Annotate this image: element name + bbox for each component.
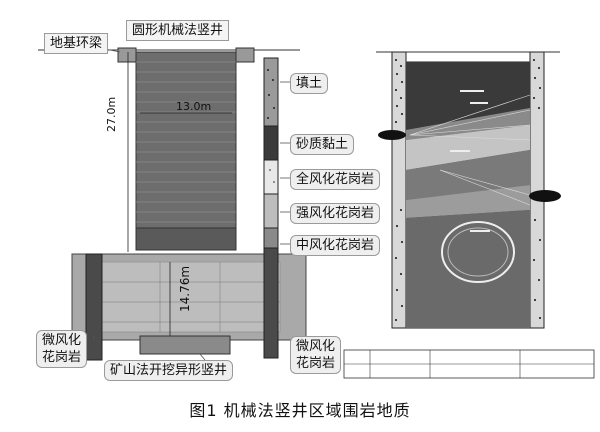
label-moderately-weathered: 中风化花岗岩 — [290, 235, 381, 256]
tunnel-ring — [441, 221, 515, 283]
ground-beam-left — [117, 47, 137, 63]
ground-beam-right — [235, 47, 255, 63]
dimension-lower-depth: 14.76m — [178, 265, 192, 312]
label-mine-shaft: 矿山法开挖异形竖井 — [104, 360, 234, 381]
right-section-figure — [343, 51, 595, 379]
dimension-depth: 27.0m — [105, 96, 118, 132]
figure-caption: 图1 机械法竖井区域围岩地质 — [189, 401, 411, 420]
right-strata-column — [263, 57, 279, 359]
label-ground-beam: 地基环梁 — [44, 33, 109, 54]
label-strongly-weathered: 强风化花岗岩 — [290, 203, 381, 224]
label-shaft-name: 圆形机械法竖井 — [126, 20, 230, 41]
label-slightly-weathered-left: 微风化 花岗岩 — [36, 330, 88, 368]
left-pile-column — [85, 253, 103, 361]
left-section-figure — [38, 39, 307, 361]
label-sandy-clay: 砂质黏土 — [290, 134, 355, 155]
mining-shaft-bottom — [139, 335, 231, 355]
label-fully-weathered: 全风化花岗岩 — [290, 169, 381, 190]
label-slightly-weathered-right: 微风化 花岗岩 — [290, 336, 342, 374]
dimension-width: 13.0m — [176, 100, 212, 113]
label-fill: 填土 — [290, 73, 329, 94]
